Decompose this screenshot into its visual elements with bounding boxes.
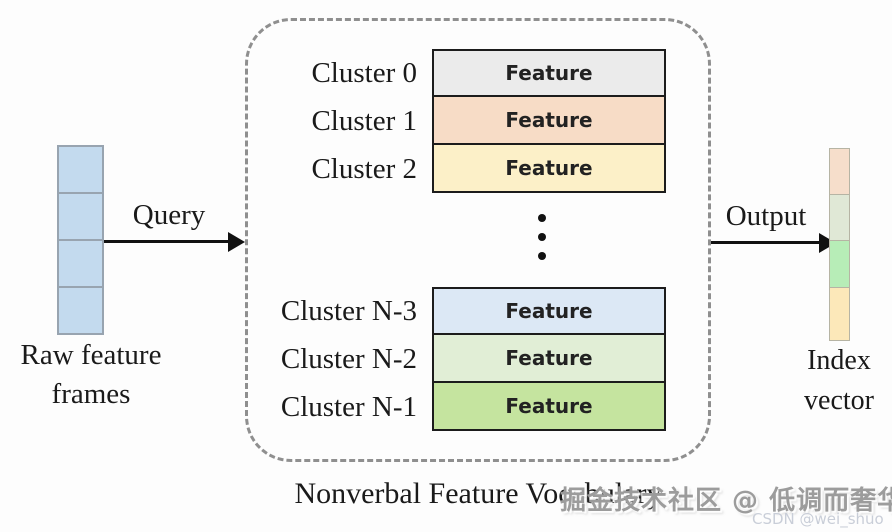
cluster-label: Cluster N-2	[280, 342, 417, 375]
index-vector-segment	[829, 240, 850, 288]
ellipsis-dot	[538, 233, 546, 241]
feature-cell: Feature	[432, 287, 666, 335]
feature-cell: Feature	[432, 145, 666, 193]
feature-cell-label: Feature	[505, 299, 593, 323]
output-label: Output	[725, 200, 807, 232]
raw-frame-cell	[59, 239, 102, 286]
query-arrow-line	[104, 240, 231, 243]
raw-frame-cell	[59, 286, 102, 333]
ellipsis-dot	[538, 214, 546, 222]
raw-frame-cell	[59, 192, 102, 239]
feature-cell: Feature	[432, 97, 666, 145]
feature-cell: Feature	[432, 335, 666, 383]
index-vector-label: Index vector	[786, 341, 892, 421]
index-vector-segment	[829, 148, 850, 195]
feature-cell-label: Feature	[505, 346, 593, 370]
feature-cell: Feature	[432, 383, 666, 431]
output-arrow-line	[711, 241, 822, 244]
raw-feature-frames-stack	[57, 145, 104, 335]
raw-label-line2: frames	[51, 378, 131, 410]
watermark-main: 掘金技术社区 @ 低调而奢华	[560, 486, 892, 516]
cluster-row: Cluster N-3 Feature	[247, 287, 666, 335]
index-vector-segment	[829, 286, 850, 341]
cluster-label: Cluster 0	[311, 56, 417, 89]
cluster-label: Cluster N-3	[280, 294, 417, 327]
cluster-row: Cluster N-2 Feature	[247, 335, 666, 383]
cluster-row: Cluster 1 Feature	[247, 97, 666, 145]
query-arrow-head-icon	[228, 232, 245, 252]
cluster-row: Cluster 0 Feature	[247, 49, 666, 97]
cluster-label: Cluster N-1	[280, 390, 417, 423]
feature-cell: Feature	[432, 49, 666, 97]
vertical-ellipsis-icon	[538, 214, 546, 260]
feature-cell-label: Feature	[505, 156, 593, 180]
raw-frame-cell	[59, 147, 102, 192]
watermark-sub: CSDN @wei_shuo	[752, 510, 884, 528]
index-vector-strip	[829, 148, 850, 341]
feature-cell-label: Feature	[505, 394, 593, 418]
cluster-row: Cluster 2 Feature	[247, 145, 666, 193]
nonverbal-feature-vocabulary-box	[245, 18, 711, 462]
cluster-label: Cluster 2	[311, 152, 417, 185]
cluster-row: Cluster N-1 Feature	[247, 383, 666, 431]
raw-feature-frames-label: Raw feature frames	[0, 336, 182, 414]
feature-cell-label: Feature	[505, 108, 593, 132]
raw-label-line1: Raw feature	[20, 339, 162, 371]
index-label-line1: Index	[807, 345, 871, 376]
index-vector-segment	[829, 193, 850, 242]
ellipsis-dot	[538, 252, 546, 260]
query-label: Query	[132, 199, 206, 231]
feature-cell-label: Feature	[505, 61, 593, 85]
cluster-label: Cluster 1	[311, 104, 417, 137]
index-label-line2: vector	[804, 385, 874, 416]
vocabulary-title: Nonverbal Feature Vocabulary	[294, 477, 662, 510]
